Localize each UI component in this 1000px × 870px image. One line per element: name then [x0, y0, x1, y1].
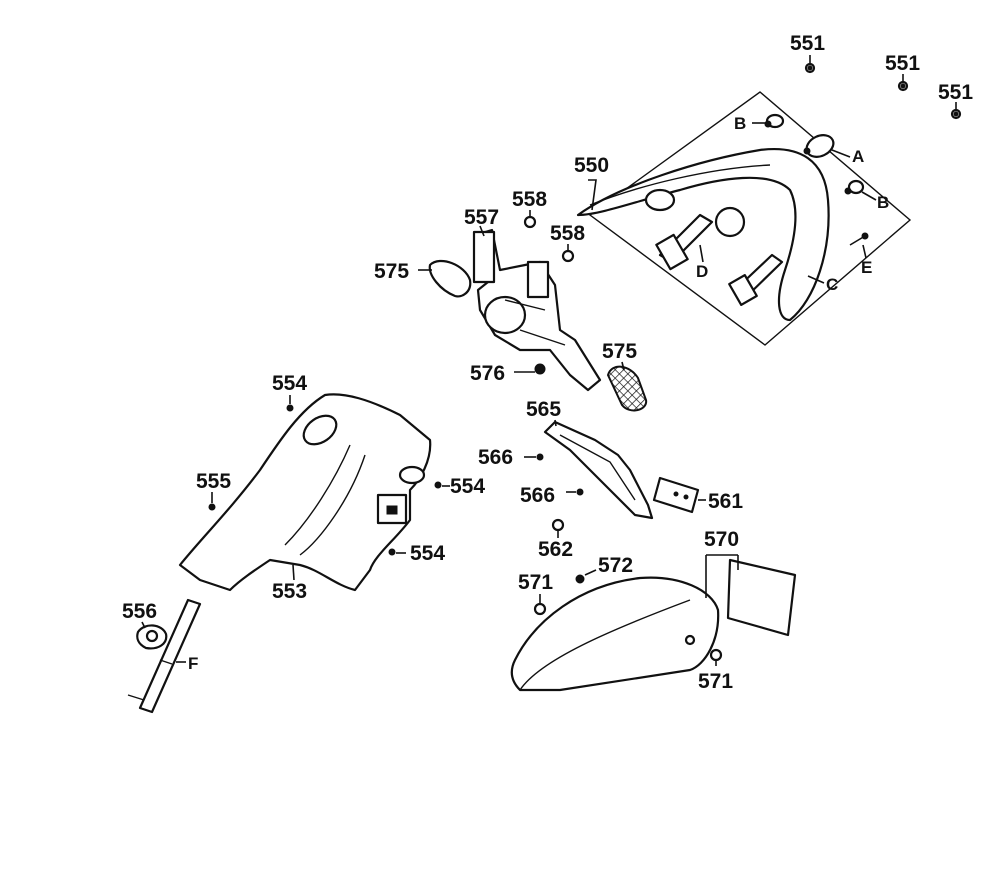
- callout-561: 561: [708, 490, 743, 513]
- callout-571-b: 571: [698, 670, 733, 693]
- letter-a: A: [852, 147, 864, 166]
- callout-566-b: 566: [520, 484, 555, 507]
- callout-558-b: 558: [550, 222, 585, 245]
- reflector-575-right: [606, 365, 648, 412]
- screw-554-mid: [434, 481, 442, 489]
- side-cover-panel: [178, 393, 432, 592]
- license-holder-group: [418, 210, 648, 412]
- callout-576: 576: [470, 362, 505, 385]
- screw-551-3: [950, 108, 962, 120]
- screw-566-2: [576, 488, 584, 496]
- tail-light-housing: [576, 148, 830, 322]
- nut-571-1: [533, 602, 547, 616]
- callout-565: 565: [526, 398, 561, 421]
- letter-b-upper: B: [734, 114, 746, 133]
- rear-bracket-565: [543, 420, 654, 520]
- screw-554-top: [286, 404, 294, 412]
- callout-labels: 551 551 551 550 558 558 557 575 575 576 …: [122, 32, 973, 693]
- bulb-a: [805, 134, 835, 158]
- screw-551-1: [804, 62, 816, 74]
- callout-558-a: 558: [512, 188, 547, 211]
- callout-556: 556: [122, 600, 157, 623]
- nut-572: [575, 574, 585, 584]
- mud-flap: [726, 558, 797, 637]
- rod-group: [127, 598, 202, 714]
- rear-bracket-group: [524, 419, 706, 520]
- callout-551-c: 551: [938, 81, 973, 104]
- callout-566-a: 566: [478, 446, 513, 469]
- nut-558-1: [523, 215, 537, 229]
- callout-554-top: 554: [272, 372, 307, 395]
- screw-551-2: [897, 80, 909, 92]
- callout-551-b: 551: [885, 52, 920, 75]
- callout-562: 562: [538, 538, 573, 561]
- callout-550: 550: [574, 154, 609, 177]
- callout-570: 570: [704, 528, 739, 551]
- letter-e: E: [861, 258, 872, 277]
- reflector-575-left: [428, 259, 472, 298]
- bolt-562: [551, 518, 565, 532]
- nut-558-2: [561, 249, 575, 263]
- screw-555: [208, 503, 216, 511]
- callout-553: 553: [272, 580, 307, 603]
- rod-f: [138, 598, 202, 714]
- callout-557: 557: [464, 206, 499, 229]
- tail-light-group: [576, 55, 962, 346]
- callout-555: 555: [196, 470, 231, 493]
- tail-light-outline-box: [588, 91, 912, 346]
- callout-575-left: 575: [374, 260, 409, 283]
- license-holder-body: [473, 228, 602, 392]
- screw-566-1: [536, 453, 544, 461]
- rear-fender-group: [510, 518, 797, 692]
- nut-571-2: [709, 648, 723, 662]
- side-cover-group: [178, 393, 450, 592]
- letter-c: C: [826, 275, 838, 294]
- bulb-b-lower: [847, 179, 865, 195]
- callout-572: 572: [598, 554, 633, 577]
- callout-554-low: 554: [410, 542, 445, 565]
- screw-554-low: [388, 548, 396, 556]
- letter-d: D: [696, 262, 708, 281]
- callout-551-a: 551: [790, 32, 825, 55]
- rear-fender: [510, 576, 720, 692]
- letter-f: F: [188, 654, 198, 673]
- callout-575-right: 575: [602, 340, 637, 363]
- letter-b-lower: B: [877, 193, 889, 212]
- callout-571-a: 571: [518, 571, 553, 594]
- callout-554-mid: 554: [450, 475, 485, 498]
- nut-576: [534, 363, 546, 375]
